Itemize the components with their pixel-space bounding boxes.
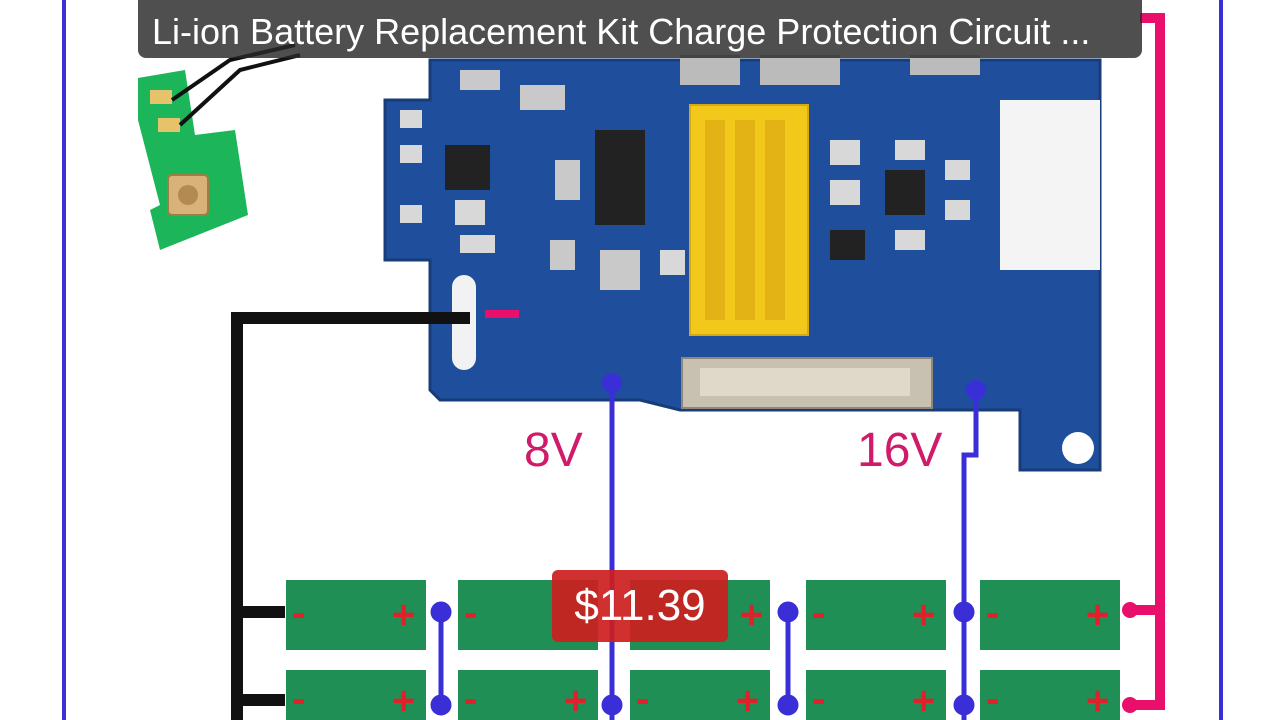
cell-minus-sign: - [812, 591, 825, 635]
ic-chip [595, 130, 645, 225]
balance-wire-16v [961, 390, 979, 720]
switch-board [138, 43, 301, 250]
voltage-label-8v: 8V [524, 424, 583, 477]
battery-cell [806, 670, 946, 720]
cell-plus-sign: + [564, 679, 587, 720]
series-links [430, 601, 975, 716]
pcb-board [383, 55, 1102, 472]
ic-chip [885, 170, 925, 215]
cell-plus-sign: + [912, 679, 935, 720]
battery-cell [980, 670, 1120, 720]
price-label: $11.39 [574, 581, 706, 630]
cell-minus-sign: - [636, 677, 649, 720]
price-tag[interactable]: $11.39 [552, 570, 728, 642]
battery-cell [980, 580, 1120, 650]
cell-plus-sign: + [1086, 593, 1109, 637]
cell-plus-sign: + [740, 593, 763, 637]
battery-cell [286, 670, 426, 720]
black-negative-wire [231, 312, 470, 720]
cell-plus-sign: + [392, 593, 415, 637]
pink-positive-wire [1130, 13, 1165, 710]
cell-minus-sign: - [986, 591, 999, 635]
cell-plus-sign: + [736, 679, 759, 720]
cell-plus-sign: + [912, 593, 935, 637]
cell-minus-sign: - [464, 677, 477, 720]
battery-cell [286, 580, 426, 650]
cell-minus-sign: - [292, 591, 305, 635]
battery-cell [630, 670, 770, 720]
voltage-label-16v: 16V [857, 424, 942, 477]
battery-cell [806, 580, 946, 650]
cell-minus-sign: - [986, 677, 999, 720]
cell-plus-sign: + [1086, 679, 1109, 720]
battery-cell [458, 670, 598, 720]
ic-chip [445, 145, 490, 190]
battery-cell-row-2 [286, 670, 1120, 720]
cell-minus-sign: - [464, 591, 477, 635]
cell-plus-sign: + [392, 679, 415, 720]
cell-minus-sign: - [812, 677, 825, 720]
cell-minus-sign: - [292, 677, 305, 720]
video-title: Li-ion Battery Replacement Kit Charge Pr… [152, 11, 1091, 52]
video-title-overlay: Li-ion Battery Replacement Kit Charge Pr… [138, 0, 1142, 58]
